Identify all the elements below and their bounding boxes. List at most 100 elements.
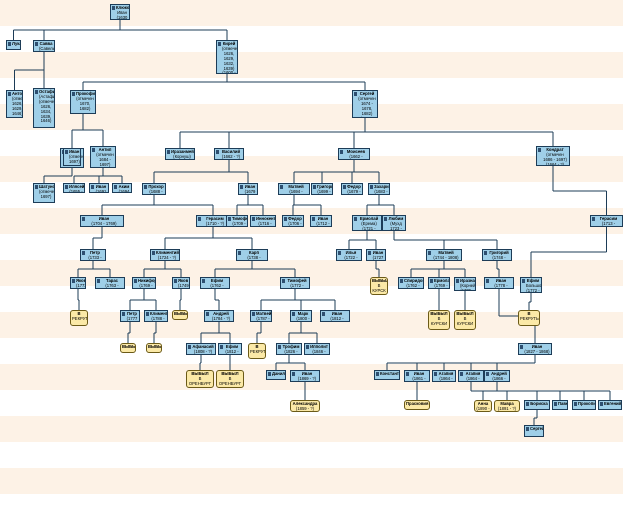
- person-node[interactable]: Иван(1778 - 1800): [484, 277, 514, 289]
- person-node[interactable]: Иван(1704 - 1769): [80, 215, 124, 227]
- person-name: Сергей: [359, 91, 375, 96]
- person-name: Спиридон: [404, 278, 424, 283]
- person-node[interactable]: Матвей(1744 - 1808): [426, 249, 462, 261]
- person-node[interactable]: Трофим(1826 - ?): [276, 343, 302, 355]
- person-node[interactable]: Петр(1733 - 1806): [80, 249, 106, 261]
- person-node[interactable]: Спиридон(1762 - 1768): [398, 277, 424, 289]
- person-node[interactable]: Климент(1788 - ?): [144, 310, 168, 322]
- person-node[interactable]: Тарас(1763 - 1787): [95, 277, 125, 289]
- person-node[interactable]: Ермолай(1769 - ?): [428, 277, 450, 289]
- person-node[interactable]: Иван(1869 - ?): [290, 370, 320, 382]
- status-node[interactable]: ВЫБЫЛ: [146, 343, 162, 353]
- person-node[interactable]: Остафий(Астафий)(отмечен1626,1634,1639,1…: [33, 88, 55, 128]
- person-node[interactable]: Тимофей(1772 - 1832): [280, 277, 310, 289]
- person-node[interactable]: КлюковИван(1630 - ?): [110, 4, 130, 20]
- person-node[interactable]: Лука: [6, 40, 21, 50]
- status-node[interactable]: Прасковия: [404, 400, 430, 410]
- person-node[interactable]: Федор(1679 - ?): [341, 183, 363, 195]
- person-node[interactable]: Иразнан(Корней)(1776 - ?): [454, 277, 476, 291]
- status-node[interactable]: Мавра(1891 - ?): [494, 400, 520, 412]
- person-node[interactable]: Савва(Савелий): [33, 40, 55, 52]
- person-node[interactable]: Прокопий: [572, 400, 596, 410]
- person-name: ВЫБЫЛ: [148, 344, 162, 349]
- person-node[interactable]: Федор(1706 - ?): [282, 215, 304, 227]
- person-node[interactable]: Петр(1777 - ?): [120, 310, 140, 322]
- person-node[interactable]: Афанасий(1808 - ?): [186, 343, 216, 355]
- person-node[interactable]: Захарий(1683 - ?): [368, 183, 390, 195]
- person-node[interactable]: Иван(1727 - ?): [366, 249, 386, 261]
- person-node[interactable]: Герасим(1710 - ?): [196, 215, 230, 227]
- person-node[interactable]: Иван(1679 - ?): [238, 183, 258, 195]
- person-node[interactable]: Ипполит(1846 - ?): [304, 343, 330, 355]
- person-node[interactable]: Бориска: [524, 400, 550, 410]
- person-node[interactable]: Василий(1662 - ?): [214, 148, 244, 160]
- person-node[interactable]: Андрей(1866 - ?): [484, 370, 510, 382]
- person-node[interactable]: Агапия(1864 - ?): [458, 370, 484, 382]
- person-name: Карп: [248, 250, 260, 255]
- person-node[interactable]: Марк(1800 - ?): [290, 310, 312, 322]
- person-node[interactable]: Аким(1694 - ?): [112, 183, 132, 193]
- person-node[interactable]: Иван(1827 - 1868): [518, 343, 552, 355]
- person-node[interactable]: Иван(1712 - ?): [310, 215, 332, 227]
- person-node[interactable]: Ермолай(Ерема)(1721 - 1744): [352, 215, 382, 231]
- person-node[interactable]: Константин: [374, 370, 400, 380]
- person-node[interactable]: Тимофей(1709 - ?): [226, 215, 248, 227]
- person-node[interactable]: Иван(1691 - ?): [89, 183, 109, 193]
- person-node[interactable]: Иван(1812 - 1826): [320, 310, 350, 322]
- person-node[interactable]: Григорий(1699 - ?): [311, 183, 333, 195]
- person-node[interactable]: Данила: [266, 370, 286, 380]
- status-node[interactable]: ВЫБЫЛ: [120, 343, 136, 353]
- person-node[interactable]: Яков(1749 - ?): [172, 277, 190, 289]
- person-node[interactable]: Сергей: [524, 425, 544, 437]
- person-node[interactable]: Матвей(1694 - 1718): [278, 183, 310, 195]
- person-node[interactable]: Яков(1773 - ?): [70, 277, 86, 289]
- person-node[interactable]: Моисеев(1662 - 1698): [338, 148, 370, 160]
- person-detail: (1709 - ?): [232, 220, 246, 226]
- person-name: Иразнан: [460, 278, 476, 283]
- person-node[interactable]: Карп(1738 - 1788): [236, 249, 268, 261]
- person-node[interactable]: Агапия(1864 - ?): [432, 370, 456, 382]
- person-name: Андрей: [213, 311, 229, 316]
- person-node[interactable]: Ефим(1812 - ?): [218, 343, 242, 355]
- person-node[interactable]: Матвей(1787 - ?): [250, 310, 272, 322]
- person-node[interactable]: Илья(1722 - 1746): [336, 249, 362, 261]
- person-node[interactable]: Илясей(1655 - ?): [63, 183, 85, 193]
- person-name: Герасим: [206, 216, 224, 221]
- person-node[interactable]: Герасим(1713 - 1775): [590, 215, 623, 227]
- person-node[interactable]: Климентий(1724 - ?): [150, 249, 180, 261]
- person-node[interactable]: Ефим(1762 - 1812): [200, 277, 230, 289]
- person-node[interactable]: Григорий(1748 - 1767): [482, 249, 512, 261]
- person-node[interactable]: Евгений: [598, 400, 622, 410]
- person-detail: (1763 - 1787): [105, 282, 119, 288]
- person-node[interactable]: Прохор(1688 - ?): [142, 183, 166, 195]
- person-node[interactable]: Иразанмей(Корнуш): [165, 148, 195, 160]
- status-node[interactable]: Александра(1859 - ?): [290, 400, 320, 412]
- person-node[interactable]: Иннокент(1716 - ?): [250, 215, 276, 227]
- person-node[interactable]: Никифор(1769 - ?): [132, 277, 156, 289]
- person-detail: 1626,: [223, 50, 235, 56]
- status-node[interactable]: Анна(1890 - ?): [474, 400, 492, 412]
- person-node[interactable]: Иван(1861 - ?): [404, 370, 430, 382]
- person-name: Петр: [127, 311, 137, 316]
- person-node[interactable]: Павел: [552, 400, 568, 410]
- status-node[interactable]: ВЫБЫЛ: [172, 310, 188, 320]
- person-node[interactable]: Андрей(1784 - ?): [204, 310, 234, 322]
